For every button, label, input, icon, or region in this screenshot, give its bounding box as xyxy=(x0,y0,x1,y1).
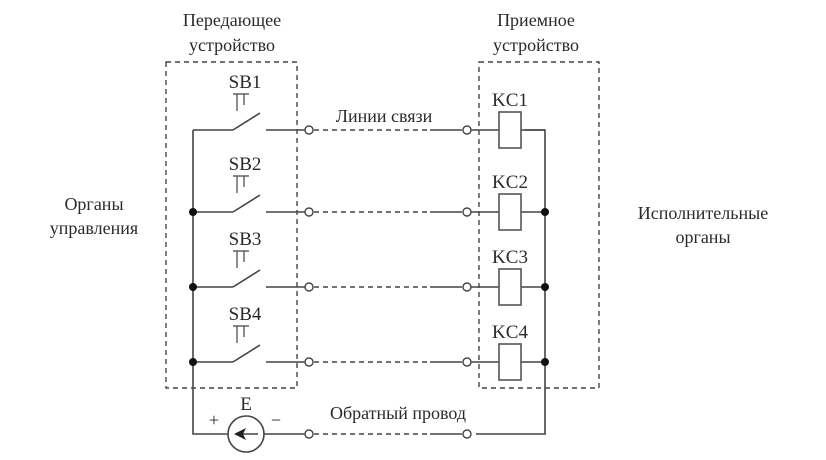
relay-label: KC2 xyxy=(492,172,528,193)
relay-coil xyxy=(498,111,522,149)
pushbutton-icon xyxy=(233,250,249,268)
switch-label: SB2 xyxy=(229,154,262,175)
left-junction-dot xyxy=(189,358,197,366)
voltage-source: E + − xyxy=(209,394,281,453)
relay-label: KC1 xyxy=(492,90,528,111)
source-plus: + xyxy=(209,410,219,430)
left-junction-dot xyxy=(189,283,197,291)
actuators-label-line1: Исполнительные xyxy=(638,203,768,223)
switch-blade xyxy=(232,269,261,288)
switch-label: SB3 xyxy=(229,229,262,250)
receiver-label-line2: устройство xyxy=(493,35,579,55)
controls-label-line1: Органы xyxy=(64,194,123,214)
relay-coil xyxy=(498,193,522,231)
terminal-left xyxy=(304,125,314,135)
receiver-boundary xyxy=(478,61,600,389)
comm-lines-label: Линии связи xyxy=(336,106,433,126)
terminal-left xyxy=(304,282,314,292)
switch-blade xyxy=(232,344,261,363)
right-junction-dot xyxy=(541,208,549,216)
right-junction-dot xyxy=(541,358,549,366)
left-junction-dot xyxy=(189,208,197,216)
source-minus: − xyxy=(271,410,281,430)
pushbutton-icon xyxy=(233,175,249,193)
terminal-right xyxy=(462,207,472,217)
relay-label: KC3 xyxy=(492,247,528,268)
switch-blade xyxy=(232,194,261,213)
right-junction-dot xyxy=(541,283,549,291)
terminal-right xyxy=(462,357,472,367)
left-bus-wire xyxy=(192,130,228,435)
return-terminal-left xyxy=(304,429,314,439)
transmitter-boundary xyxy=(165,61,298,389)
return-wire-label: Обратный провод xyxy=(330,403,466,423)
terminal-right xyxy=(462,125,472,135)
switch-label: SB4 xyxy=(229,304,262,325)
terminal-right xyxy=(462,282,472,292)
source-label: E xyxy=(240,394,252,415)
switch-blade xyxy=(232,112,261,131)
terminal-left xyxy=(304,207,314,217)
source-arrow-icon xyxy=(234,428,246,440)
return-terminal-right xyxy=(462,429,472,439)
relay-label: KC4 xyxy=(492,322,528,343)
actuators-label-line2: органы xyxy=(675,227,730,247)
relay-coil xyxy=(498,343,522,381)
relay-coil xyxy=(498,268,522,306)
terminal-left xyxy=(304,357,314,367)
transmitter-label-line1: Передающее xyxy=(183,10,281,30)
switch-label: SB1 xyxy=(229,72,262,93)
receiver-label-line1: Приемное xyxy=(497,10,575,30)
pushbutton-icon xyxy=(233,93,249,111)
pushbutton-icon xyxy=(233,325,249,343)
transmitter-label-line2: устройство xyxy=(189,35,275,55)
controls-label-line2: управления xyxy=(50,218,138,238)
